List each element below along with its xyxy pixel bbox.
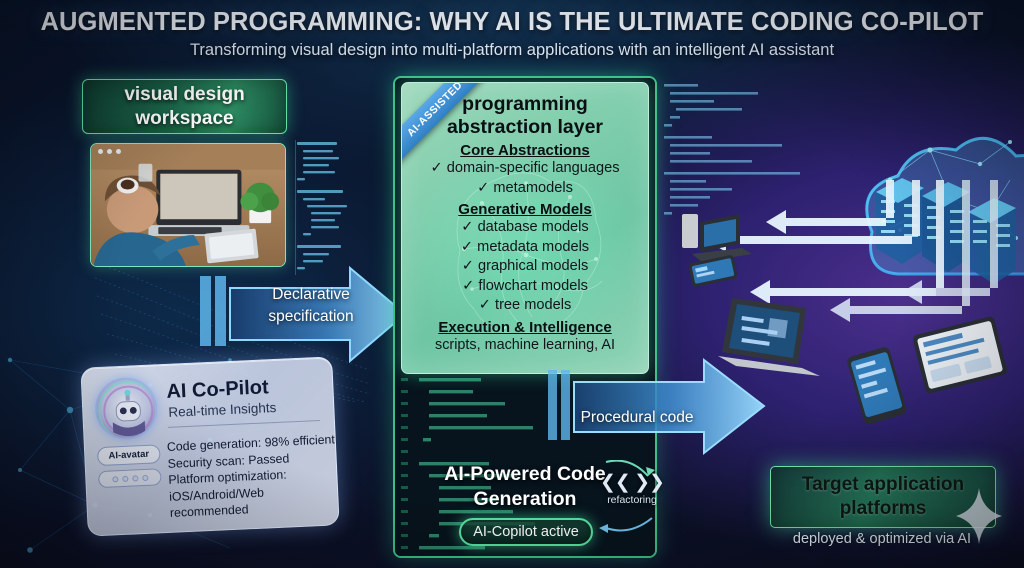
window-dots-icon xyxy=(98,149,121,154)
